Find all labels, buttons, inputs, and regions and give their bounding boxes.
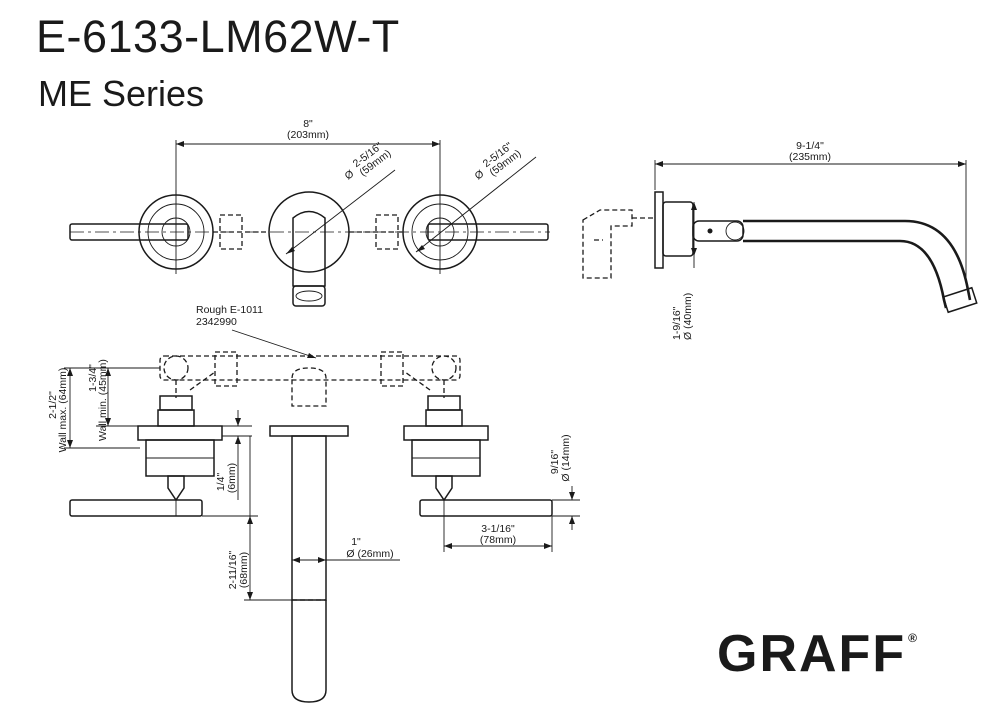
left-front-lever [69, 499, 203, 517]
left-lever [69, 223, 189, 241]
dim-spout-length-mm: (235mm) [789, 151, 831, 163]
right-lever [427, 223, 549, 241]
side-view: 9-1/4" (235mm) 1-9/16" Ø (40mm) [582, 140, 978, 340]
dim-spout-drop: 2-11/16" [227, 550, 239, 589]
registered-mark: ® [908, 631, 919, 645]
dim-spread-mm: (203mm) [287, 129, 329, 141]
dim-flange-mm: (6mm) [226, 463, 238, 493]
side-wall-plate [654, 191, 664, 269]
dim-wall-max: 2-1/2" [47, 391, 59, 419]
dim-lever-height-mm: Ø (14mm) [560, 434, 572, 481]
diameter-symbol-left: Ø [343, 168, 357, 183]
left-wall-plate [137, 425, 223, 441]
dim-spread: 8" [303, 118, 313, 130]
dim-wall-min: 1-3/4" [87, 364, 99, 392]
right-front-lever [419, 499, 553, 517]
diameter-symbol-right: Ø [473, 168, 487, 183]
dim-spout-dia: 1" [351, 536, 361, 548]
dim-spout-length: 9-1/4" [796, 140, 824, 152]
dim-lever-length: 3-1/16" [481, 523, 515, 535]
dim-wall-max-label: Wall max. (64mm) [57, 368, 69, 453]
series-name: ME Series [38, 73, 205, 114]
right-wall-plate [403, 425, 489, 441]
rough-number: 2342990 [196, 316, 237, 328]
rough-label: Rough E-1011 [196, 304, 263, 316]
dim-spout-drop-mm: (68mm) [238, 552, 250, 588]
dim-spout-dia-mm: Ø (26mm) [346, 548, 393, 560]
front-view: Rough E-1011 2342990 [47, 304, 580, 703]
dim-lever-height: 9/16" [549, 450, 561, 474]
spout-wall-plate [269, 425, 349, 437]
dim-lever-length-mm: (78mm) [480, 534, 516, 546]
dim-wall-min-label: Wall min. (45mm) [97, 359, 109, 441]
graff-logo: GRAFF® [717, 628, 919, 680]
spout-outlet [292, 285, 326, 307]
top-view: 8" (203mm) Ø 2-5/16" (59mm) Ø 2-5/16" (5… [69, 118, 550, 307]
dim-height-mm: Ø (40mm) [682, 293, 694, 340]
dim-height: 1-9/16" [671, 306, 683, 340]
model-number: E-6133-LM62W-T [36, 11, 400, 62]
dim-flange: 1/4" [215, 473, 227, 492]
graff-logo-text: GRAFF [717, 625, 907, 683]
side-aerator [942, 286, 978, 314]
